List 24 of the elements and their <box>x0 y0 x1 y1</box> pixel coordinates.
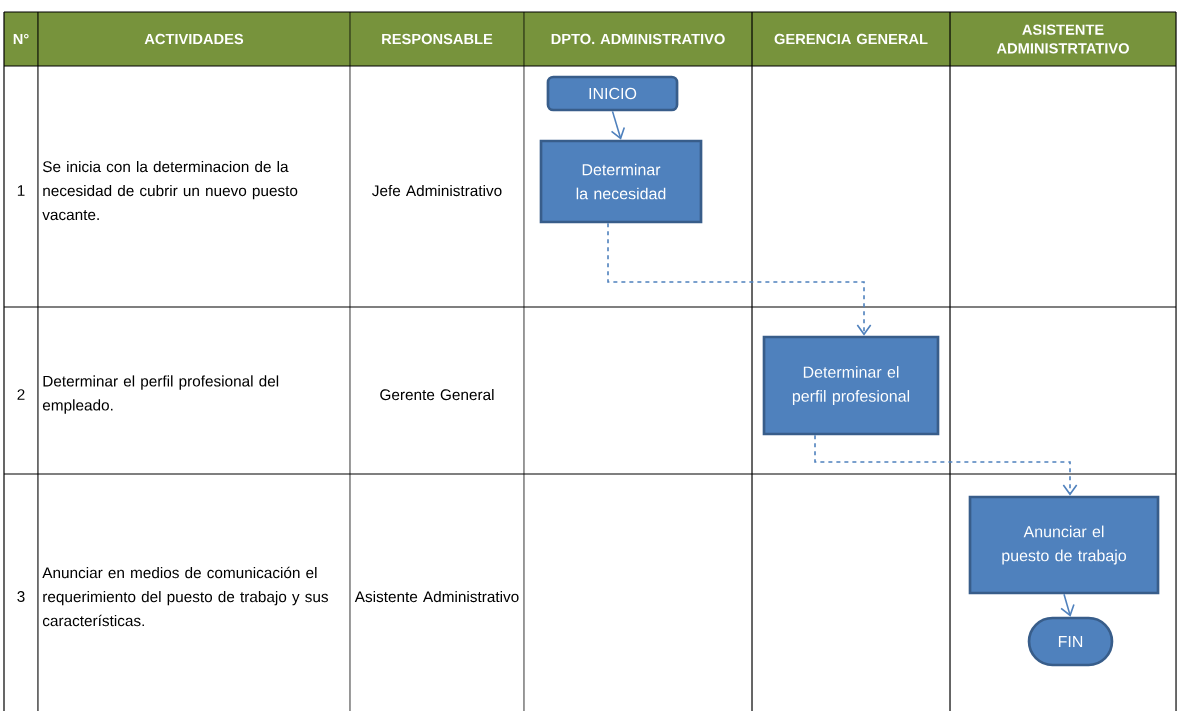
process-box: Determinar el perfil profesional <box>762 335 940 436</box>
process-box: Anunciar el puesto de trabajo <box>968 495 1160 595</box>
arrow <box>814 434 1078 496</box>
column-header: DPTO. ADMINISTRATIVO <box>551 33 725 45</box>
arrow <box>1060 593 1075 617</box>
activity-text: Anunciar en medios de comunicación el requerimiento del puesto de trabajo y sus características. <box>42 566 329 627</box>
responsible-text: Jefe Administrativo <box>372 184 502 197</box>
row-number: 1 <box>17 185 25 196</box>
arrow <box>610 110 626 140</box>
row-number: 3 <box>17 591 25 602</box>
column-header: GERENCIA GENERAL <box>774 33 928 45</box>
activity-text: Se inicia con la determinacion de la necesidad de cubrir un nuevo puesto vacante. <box>42 160 298 221</box>
responsible-text: Asistente Administrativo <box>354 590 519 603</box>
arrow <box>607 222 872 336</box>
start-terminator: INICIO <box>546 75 679 112</box>
column-header: N° <box>13 33 29 45</box>
row-number: 2 <box>17 389 25 400</box>
process-box: Determinar la necesidad <box>539 139 703 224</box>
activity-text: Determinar el perfil profesional del empleado. <box>42 375 279 414</box>
end-terminator: FIN <box>1027 616 1114 667</box>
responsible-text: Gerente General <box>380 388 494 401</box>
column-header: ACTIVIDADES <box>144 33 244 45</box>
column-header: RESPONSABLE <box>382 33 493 45</box>
column-header: ASISTENTE ADMINISTRTATIVO <box>996 24 1129 54</box>
